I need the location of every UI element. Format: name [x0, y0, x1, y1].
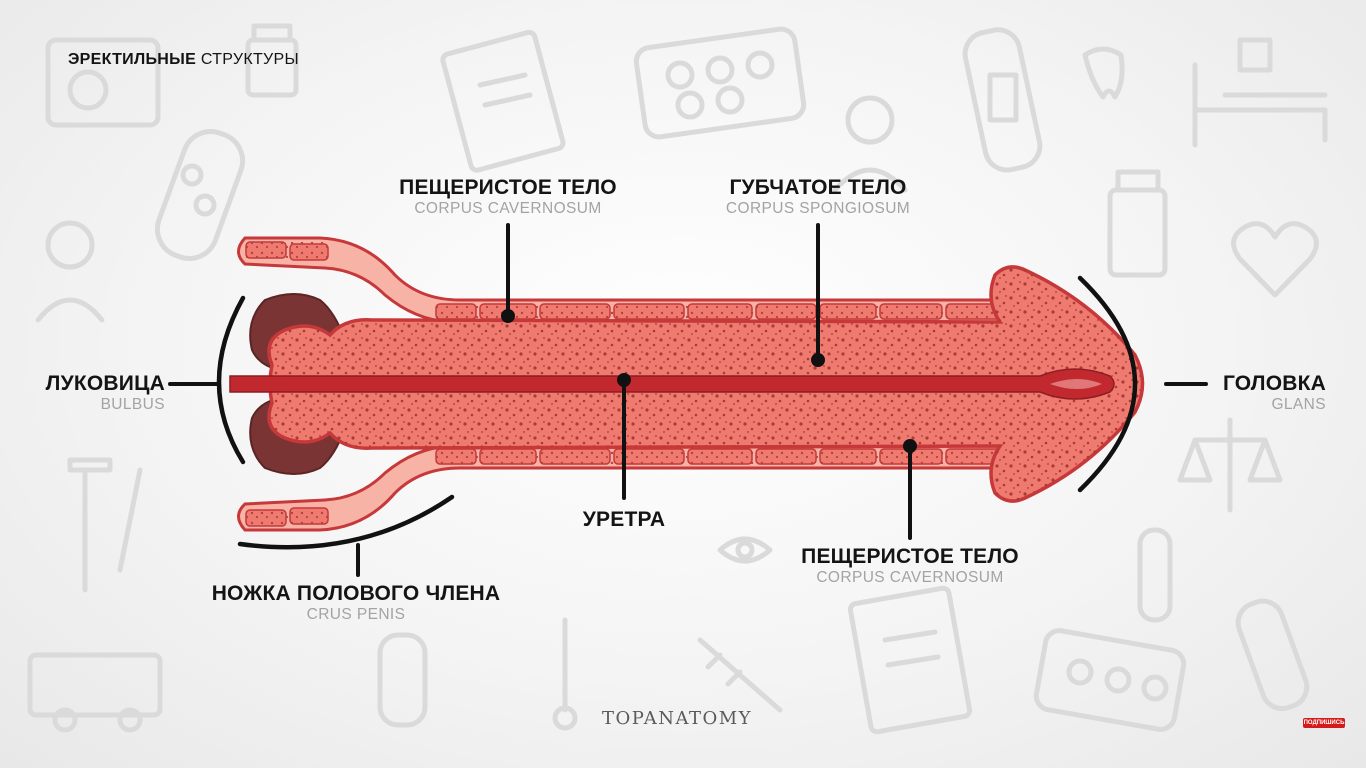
- label-corpus-cavernosum-top: ПЕЩЕРИСТОЕ ТЕЛО CORPUS CAVERNOSUM: [388, 177, 628, 217]
- corpus-cavernosum-bottom: [237, 444, 1018, 532]
- pill-blister-icon: [1033, 628, 1187, 732]
- label-ru: ЛУКОВИЦА: [45, 372, 165, 395]
- syringe-icon: [697, 637, 783, 713]
- label-ru: ПЕЩЕРИСТОЕ ТЕЛО: [801, 545, 1019, 568]
- page-title-bold: ЭРЕКТИЛЬНЫЕ: [68, 51, 197, 68]
- label-ru: ПЕЩЕРИСТОЕ ТЕЛО: [399, 176, 617, 199]
- ambulance-icon: [27, 652, 163, 733]
- label-latin: GLANS: [1271, 396, 1326, 413]
- leader-urethra: [617, 373, 631, 500]
- label-ru: НОЖКА ПОЛОВОГО ЧЛЕНА: [211, 582, 501, 605]
- leader-corpus-spongiosum: [811, 223, 825, 367]
- label-glans: ГОЛОВКА GLANS: [1190, 373, 1326, 413]
- label-latin: BULBUS: [100, 396, 165, 413]
- heart-icon: [1231, 221, 1319, 298]
- urethra: [229, 368, 1115, 400]
- scales-icon: [1177, 417, 1283, 513]
- glans-bracket: [1077, 275, 1138, 493]
- test-tube-icon: [377, 632, 428, 728]
- eye-icon: [717, 536, 773, 564]
- medicine-bottle-icon: [245, 23, 299, 98]
- page-title: ЭРЕКТИЛЬНЫЕ СТРУКТУРЫ: [68, 51, 299, 69]
- doctor-icon: [35, 220, 105, 323]
- medical-card-icon: [45, 37, 161, 128]
- bulbus-bracket: [216, 295, 246, 465]
- bandage-icon: [962, 27, 1043, 173]
- label-latin: CORPUS CAVERNOSUM: [414, 200, 602, 217]
- brand-watermark: TOPANATOMY: [602, 708, 753, 729]
- hospital-bed-icon: [1192, 37, 1328, 148]
- clipboard-icon: [847, 585, 973, 735]
- bandage-icon: [1235, 598, 1310, 712]
- page-title-regular: СТРУКТУРЫ: [200, 51, 299, 68]
- corpus-cavernosum-top: [237, 236, 1018, 324]
- clipboard-icon: [440, 29, 566, 173]
- label-crus-penis: НОЖКА ПОЛОВОГО ЧЛЕНА CRUS PENIS: [180, 583, 532, 623]
- label-ru: УРЕТРА: [582, 508, 666, 531]
- pill-blister-icon: [633, 26, 807, 140]
- label-corpus-cavernosum-bottom: ПЕЩЕРИСТОЕ ТЕЛО CORPUS CAVERNOSUM: [790, 546, 1030, 586]
- label-latin: CRUS PENIS: [306, 606, 406, 623]
- test-tube-icon: [67, 457, 143, 593]
- label-corpus-spongiosum: ГУБЧАТОЕ ТЕЛО CORPUS SPONGIOSUM: [698, 177, 938, 217]
- crus-bracket: [237, 494, 455, 550]
- test-tube-icon: [1137, 527, 1173, 623]
- doctor-icon: [832, 95, 908, 193]
- label-latin: CORPUS CAVERNOSUM: [816, 569, 1004, 586]
- label-ru: ГУБЧАТОЕ ТЕЛО: [729, 176, 907, 199]
- tooth-icon: [1082, 46, 1125, 100]
- subscribe-button[interactable]: ПОДПИШИСЬ: [1303, 718, 1345, 728]
- label-ru: ГОЛОВКА: [1222, 372, 1326, 395]
- label-bulbus: ЛУКОВИЦА BULBUS: [10, 373, 165, 413]
- label-urethra: УРЕТРА: [544, 509, 704, 530]
- leader-corpus-cavernosum-bottom: [903, 439, 917, 540]
- label-latin: CORPUS SPONGIOSUM: [725, 200, 911, 217]
- thermometer-icon: [552, 617, 578, 731]
- pill-blister-icon: [154, 129, 246, 261]
- medicine-bottle-icon: [1107, 169, 1168, 278]
- leader-corpus-cavernosum-top: [501, 223, 515, 323]
